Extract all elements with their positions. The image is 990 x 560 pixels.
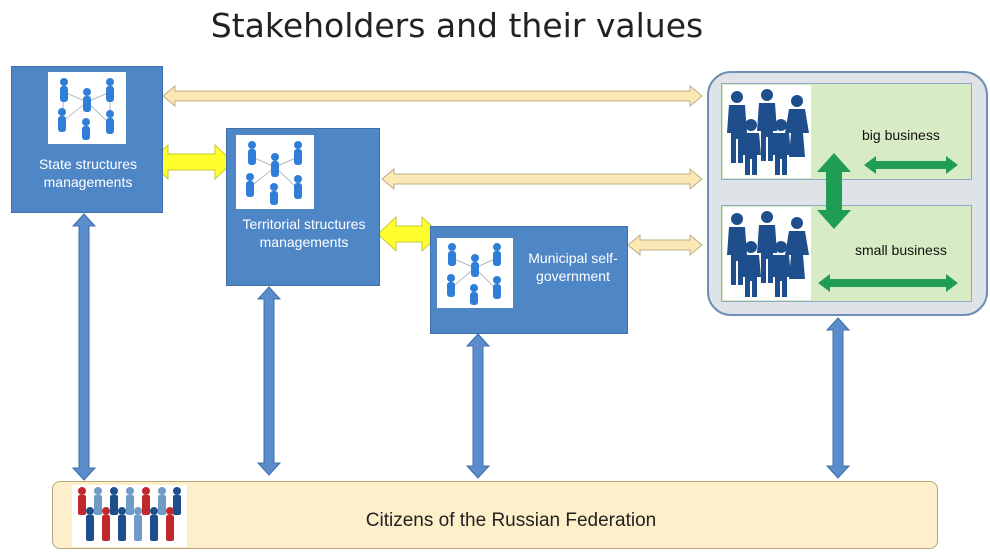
node-label: State structures managements bbox=[38, 156, 138, 190]
arrow-big-small-business bbox=[817, 153, 851, 229]
people-network-icon bbox=[48, 72, 126, 144]
page-title: Stakeholders and their values bbox=[210, 6, 704, 45]
people-network-icon bbox=[437, 238, 513, 308]
crowd-icon bbox=[72, 485, 187, 547]
node-label: Citizens of the Russian Federation bbox=[365, 510, 657, 531]
business-panel: big business small business bbox=[707, 71, 988, 316]
arrow-municipal-business bbox=[627, 233, 703, 257]
arrow-municipal-citizens bbox=[465, 333, 491, 479]
node-label: big business bbox=[862, 127, 940, 143]
arrow-territorial-business bbox=[381, 167, 703, 191]
arrow-territorial-citizens bbox=[256, 286, 282, 476]
node-state-structures: State structures managements bbox=[11, 66, 163, 213]
people-group-icon bbox=[723, 207, 811, 300]
arrow-business-citizens bbox=[825, 317, 851, 479]
node-municipal-self-government: Municipal self-government bbox=[430, 226, 628, 334]
node-label: Territorial structures managements bbox=[242, 216, 366, 250]
people-network-icon bbox=[236, 135, 314, 209]
arrow-big-business-horizontal bbox=[864, 156, 958, 174]
arrow-state-citizens bbox=[71, 213, 97, 481]
node-territorial-structures: Territorial structures managements bbox=[226, 128, 380, 286]
node-big-business: big business bbox=[721, 83, 972, 180]
node-citizens: Citizens of the Russian Federation bbox=[52, 481, 938, 549]
people-group-icon bbox=[723, 85, 811, 178]
node-label: Municipal self-government bbox=[528, 250, 618, 284]
arrow-state-business bbox=[162, 84, 703, 108]
node-label: small business bbox=[855, 242, 947, 258]
arrow-small-business-horizontal bbox=[818, 274, 958, 292]
